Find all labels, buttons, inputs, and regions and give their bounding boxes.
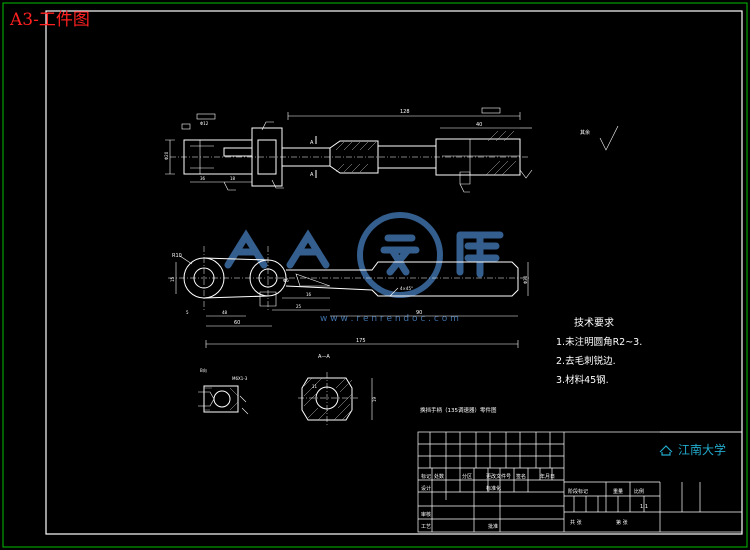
tb-sheet-no: 第 张 <box>616 519 628 526</box>
dim-d12: Φ12 <box>200 121 209 126</box>
dim-15: 15 <box>170 276 175 282</box>
tb-zone: 分区 <box>462 473 472 480</box>
title-block: 江南大学 标记 处数 分区 更改文件号 签名 年月日 设计 标准化 审核 工艺 … <box>417 431 743 533</box>
plan-view: R10 15 48 60 16 25 90 175 4×45° Φ30 Φ6 5 <box>168 246 530 348</box>
dim-19-section: 19 <box>372 396 377 402</box>
tb-weight: 重量 <box>613 488 623 495</box>
tb-scale-value: 1:1 <box>640 504 648 510</box>
dim-175: 175 <box>356 338 366 344</box>
dim-r10: R10 <box>172 253 182 259</box>
dim-25: 25 <box>296 304 302 309</box>
section-mark-a-bottom: A <box>310 172 314 178</box>
dim-16: 16 <box>306 292 312 297</box>
b-view: M6X1-3 B向 <box>198 367 249 415</box>
section-a-a-label: A—A <box>318 354 330 360</box>
tech-req-item-1: 1.未注明圆角R2~3. <box>556 336 642 348</box>
thread-label: M6X1-3 <box>232 376 248 381</box>
dim-36-front: 36 <box>200 176 206 181</box>
watermark-char-1 <box>224 229 268 269</box>
tb-sheet-total: 共 张 <box>570 519 582 526</box>
tb-review: 审核 <box>421 511 431 518</box>
school-logo-icon <box>659 445 673 456</box>
tb-date: 年月日 <box>540 473 555 480</box>
dim-chamfer: 4×45° <box>400 286 413 291</box>
tb-sign: 签名 <box>516 473 526 480</box>
inner-frame <box>45 10 743 535</box>
tb-mark: 标记 <box>421 473 431 480</box>
front-view: 128 40 Φ12 Φ20 36 18 A A <box>164 107 533 193</box>
school-name: 江南大学 <box>678 442 726 457</box>
dim-11-section: 11 <box>312 384 318 389</box>
watermark-char-2 <box>286 229 330 269</box>
b-view-label: B向 <box>200 367 207 373</box>
dim-d30: Φ30 <box>523 275 528 284</box>
section-mark-a-top: A <box>310 140 314 146</box>
sheet-title: A3-工件图 <box>10 10 90 30</box>
dim-60: 60 <box>234 320 240 326</box>
watermark-char-4 <box>456 231 504 278</box>
section-a-a: A—A 19 11 <box>298 354 377 426</box>
watermark-url: w w w . r e n r e n d o c . c o m <box>320 314 459 324</box>
tech-req-item-3: 3.材料45钢. <box>556 374 609 386</box>
part-title: 换挡手柄（135调速器）零件图 <box>420 406 497 414</box>
tb-process: 工艺 <box>421 524 431 530</box>
roughness-symbol <box>599 125 619 151</box>
dim-d20-front: Φ20 <box>164 151 169 160</box>
dim-5: 5 <box>186 310 189 315</box>
tb-standardize: 标准化 <box>486 485 501 492</box>
dim-90: 90 <box>416 310 422 316</box>
tb-scale-label: 比例 <box>634 488 644 495</box>
tb-design: 设计 <box>421 485 431 492</box>
tech-requirements: 技术要求 1.未注明圆角R2~3. 2.去毛刺锐边. 3.材料45钢. <box>556 316 642 386</box>
dim-d6: Φ6 <box>283 278 289 283</box>
watermark-char-3 <box>380 234 420 276</box>
tb-count: 处数 <box>434 473 444 480</box>
roughness-note: 其余 <box>580 129 590 136</box>
dim-128: 128 <box>400 109 410 115</box>
tech-req-item-2: 2.去毛刺锐边. <box>556 355 616 367</box>
tech-req-heading: 技术要求 <box>574 316 614 329</box>
dim-40: 40 <box>476 122 482 128</box>
tb-approve: 批准 <box>488 523 498 530</box>
tb-stage-mark: 阶段标记 <box>568 488 588 495</box>
dim-48: 48 <box>222 310 228 315</box>
tb-change-doc: 更改文件号 <box>486 473 511 480</box>
dim-18-front: 18 <box>230 176 236 181</box>
watermark-ring <box>357 212 443 298</box>
watermark: w w w . r e n r e n d o c . c o m <box>224 212 504 324</box>
